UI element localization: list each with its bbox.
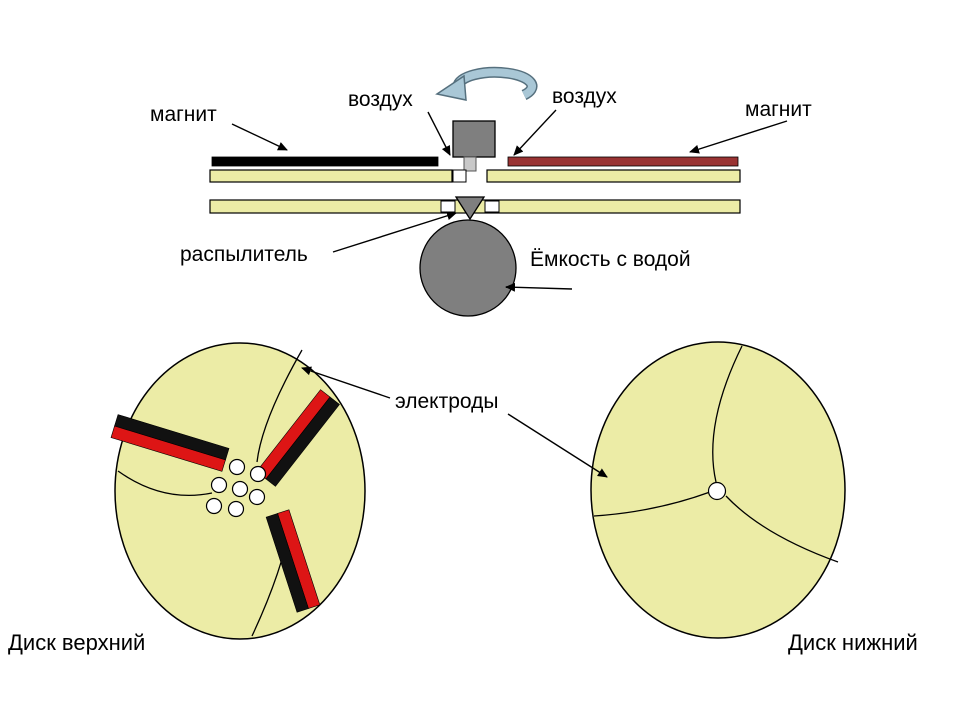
disk-vane (725, 495, 839, 563)
electrode-black-stripe (265, 513, 309, 613)
water-container-circle (419, 219, 517, 317)
arrow-water-container (505, 282, 573, 292)
arrow-air-right (513, 109, 557, 156)
spray-hole (228, 458, 246, 476)
upper-disk (110, 342, 366, 640)
label-water-container: Ёмкость с водой (530, 248, 691, 271)
disk-vane (117, 470, 213, 496)
electrode-bottom (265, 509, 321, 613)
spray-hole (231, 480, 249, 498)
lower-disk (590, 341, 846, 639)
spray-hole (227, 500, 245, 518)
electrode-top-right (256, 389, 340, 487)
arrow-air-left (427, 111, 451, 156)
label-magnet-right: магнит (745, 98, 812, 121)
magnet-bar-right (507, 156, 739, 167)
arrow-magnet-right (689, 120, 788, 154)
arrow-electrodes-right (507, 413, 608, 478)
label-disk-lower: Диск нижний (788, 630, 918, 655)
electrode-red-stripe (110, 425, 226, 472)
sprayer-notch-right (484, 200, 500, 213)
rotation-arrow-icon (435, 66, 538, 101)
arrow-electrodes-left (301, 366, 391, 399)
sprayer-notch-left (440, 200, 456, 213)
spray-hole (248, 488, 266, 506)
magnet-bar-left (211, 156, 439, 167)
arrow-magnet-left (231, 123, 288, 151)
label-electrodes: электроды (395, 390, 498, 413)
label-air-right: воздух (552, 85, 617, 108)
spray-hole (249, 465, 267, 483)
motor-block (452, 120, 496, 158)
spray-hole (205, 497, 223, 515)
disk-vane (593, 491, 711, 517)
spray-holes (205, 458, 267, 518)
label-disk-upper: Диск верхний (8, 630, 145, 655)
motor-stem (463, 156, 477, 172)
label-sprayer: распылитель (180, 243, 308, 266)
label-air-left: воздух (348, 88, 413, 111)
disk-top-center-piece (452, 169, 467, 183)
disk-top-right-bar (486, 169, 741, 183)
sprayer-funnel (454, 196, 486, 221)
disk-vane (712, 345, 743, 483)
label-magnet-left: магнит (150, 103, 217, 126)
disk-top-left-bar (209, 169, 453, 183)
disk-vane (256, 349, 303, 463)
arrow-sprayer (332, 211, 457, 253)
disk-center-hole (707, 481, 727, 501)
rotation-arrow-head (435, 74, 467, 101)
electrode-left (110, 414, 230, 472)
electrode-black-stripe (265, 396, 340, 487)
spray-hole (210, 476, 228, 494)
